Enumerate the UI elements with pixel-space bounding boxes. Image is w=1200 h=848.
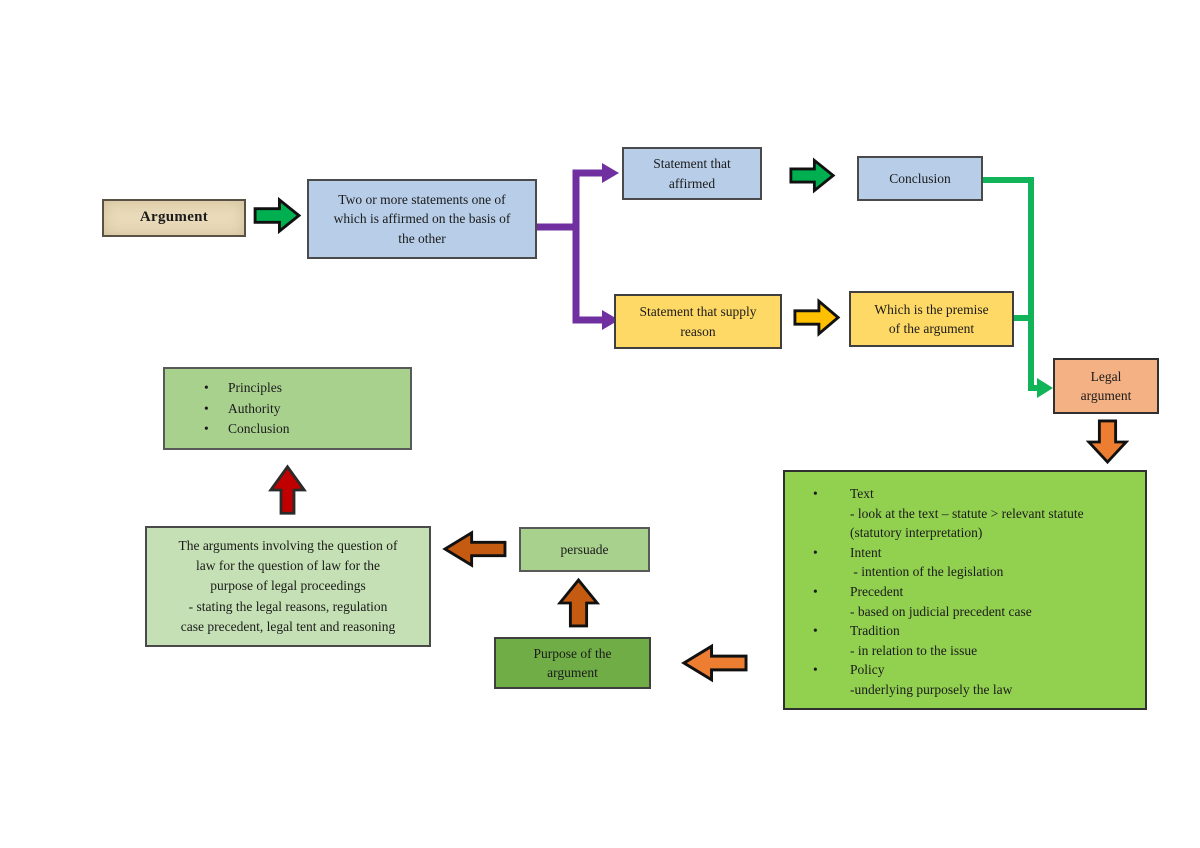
statements-box: Two or more statements one of which is a…	[307, 179, 537, 259]
arrow-persuade-to-arguments-icon	[442, 530, 507, 568]
arguments-law-box: The arguments involving the question of …	[145, 526, 431, 647]
green-elbow-connector	[980, 177, 1053, 398]
arrow-supply-to-premise-icon	[793, 298, 841, 337]
statement-affirmed-box: Statement that affirmed	[622, 147, 762, 200]
arguments-law-line: law for the question of law for the	[195, 558, 381, 574]
taxonomy-item-detail: (statutory interpretation)	[850, 525, 983, 541]
taxonomy-item-detail: -underlying purposely the law	[850, 681, 1013, 697]
principles-item: • Authority	[165, 399, 410, 420]
bullet-icon: •	[204, 421, 209, 436]
legal-argument-line: argument	[1080, 388, 1132, 403]
purpose-line: argument	[547, 665, 598, 680]
principles-box: • Principles • Authority • Conclusion	[163, 367, 412, 450]
purple-branch-connector	[533, 163, 619, 330]
conclusion-label: Conclusion	[889, 170, 951, 186]
taxonomy-item-title: Policy	[850, 662, 885, 678]
premise-line: Which is the premise	[874, 301, 989, 317]
arrow-purpose-to-persuade-icon	[557, 577, 600, 628]
taxonomy-item-title: Tradition	[850, 623, 900, 639]
bullet-icon: •	[204, 400, 209, 416]
taxonomy-box: • Text - look at the text – statute > re…	[783, 470, 1147, 710]
statement-affirmed-line: affirmed	[668, 175, 716, 191]
taxonomy-item-tradition: • Tradition - in relation to the issue	[785, 621, 1137, 660]
bullet-icon: •	[813, 662, 818, 678]
bullet-icon: •	[813, 623, 818, 639]
principles-item-label: Conclusion	[228, 421, 290, 436]
statement-supply-box: Statement that supply reason	[614, 294, 782, 349]
arrow-affirmed-to-conclusion-icon	[789, 157, 836, 194]
taxonomy-item-intent: • Intent - intention of the legislation	[785, 543, 1137, 582]
statements-line: which is affirmed on the basis of	[333, 211, 511, 227]
statements-line: the other	[398, 230, 446, 246]
taxonomy-item-title: Text	[850, 486, 874, 501]
statement-supply-line: reason	[680, 323, 716, 339]
purpose-box: Purpose of the argument	[494, 637, 651, 689]
taxonomy-item-title: Precedent	[850, 583, 904, 599]
bullet-icon: •	[813, 544, 818, 560]
bullet-icon: •	[204, 380, 209, 395]
taxonomy-item-text: • Text - look at the text – statute > re…	[785, 484, 1137, 543]
taxonomy-item-detail: - in relation to the issue	[850, 642, 978, 658]
statements-line: Two or more statements one of	[338, 192, 506, 208]
green-arrowhead	[1037, 378, 1053, 398]
statement-affirmed-line: Statement that	[653, 156, 731, 172]
persuade-box: persuade	[519, 527, 650, 572]
legal-argument-line: Legal	[1090, 368, 1122, 384]
bullet-icon: •	[813, 486, 818, 501]
taxonomy-item-title: Intent	[850, 544, 882, 560]
legal-argument-box: Legal argument	[1053, 358, 1159, 414]
arguments-law-line: The arguments involving the question of	[178, 537, 398, 553]
arrow-legal-to-taxonomy-icon	[1086, 419, 1129, 465]
taxonomy-item-detail: - look at the text – statute > relevant …	[850, 505, 1084, 521]
premise-line: of the argument	[888, 321, 975, 336]
arrow-arguments-to-principles-icon	[268, 464, 307, 515]
principles-item-label: Principles	[228, 380, 282, 395]
principles-item: • Conclusion	[165, 419, 410, 440]
statement-supply-line: Statement that supply	[639, 304, 757, 320]
principles-item: • Principles	[165, 378, 410, 399]
arguments-law-line: purpose of legal proceedings	[210, 578, 366, 594]
conclusion-box: Conclusion	[857, 156, 983, 201]
arrow-argument-to-statements-icon	[253, 197, 302, 234]
purple-arrowhead-top	[602, 163, 619, 183]
argument-label: Argument	[139, 209, 209, 226]
taxonomy-item-precedent: • Precedent - based on judicial preceden…	[785, 582, 1137, 621]
persuade-label: persuade	[560, 541, 609, 557]
arrow-taxonomy-to-purpose-icon	[681, 643, 748, 683]
arguments-law-line: - stating the legal reasons, regulation	[188, 598, 388, 614]
premise-box: Which is the premise of the argument	[849, 291, 1014, 347]
bullet-icon: •	[813, 583, 818, 599]
purpose-line: Purpose of the	[533, 645, 612, 661]
taxonomy-item-detail: - based on judicial precedent case	[850, 603, 1032, 619]
arguments-law-line: case precedent, legal tent and reasoning	[180, 618, 396, 634]
taxonomy-item-policy: • Policy -underlying purposely the law	[785, 660, 1137, 699]
taxonomy-item-detail: - intention of the legislation	[850, 564, 1004, 580]
argument-box: Argument	[102, 199, 246, 237]
principles-item-label: Authority	[228, 400, 281, 416]
